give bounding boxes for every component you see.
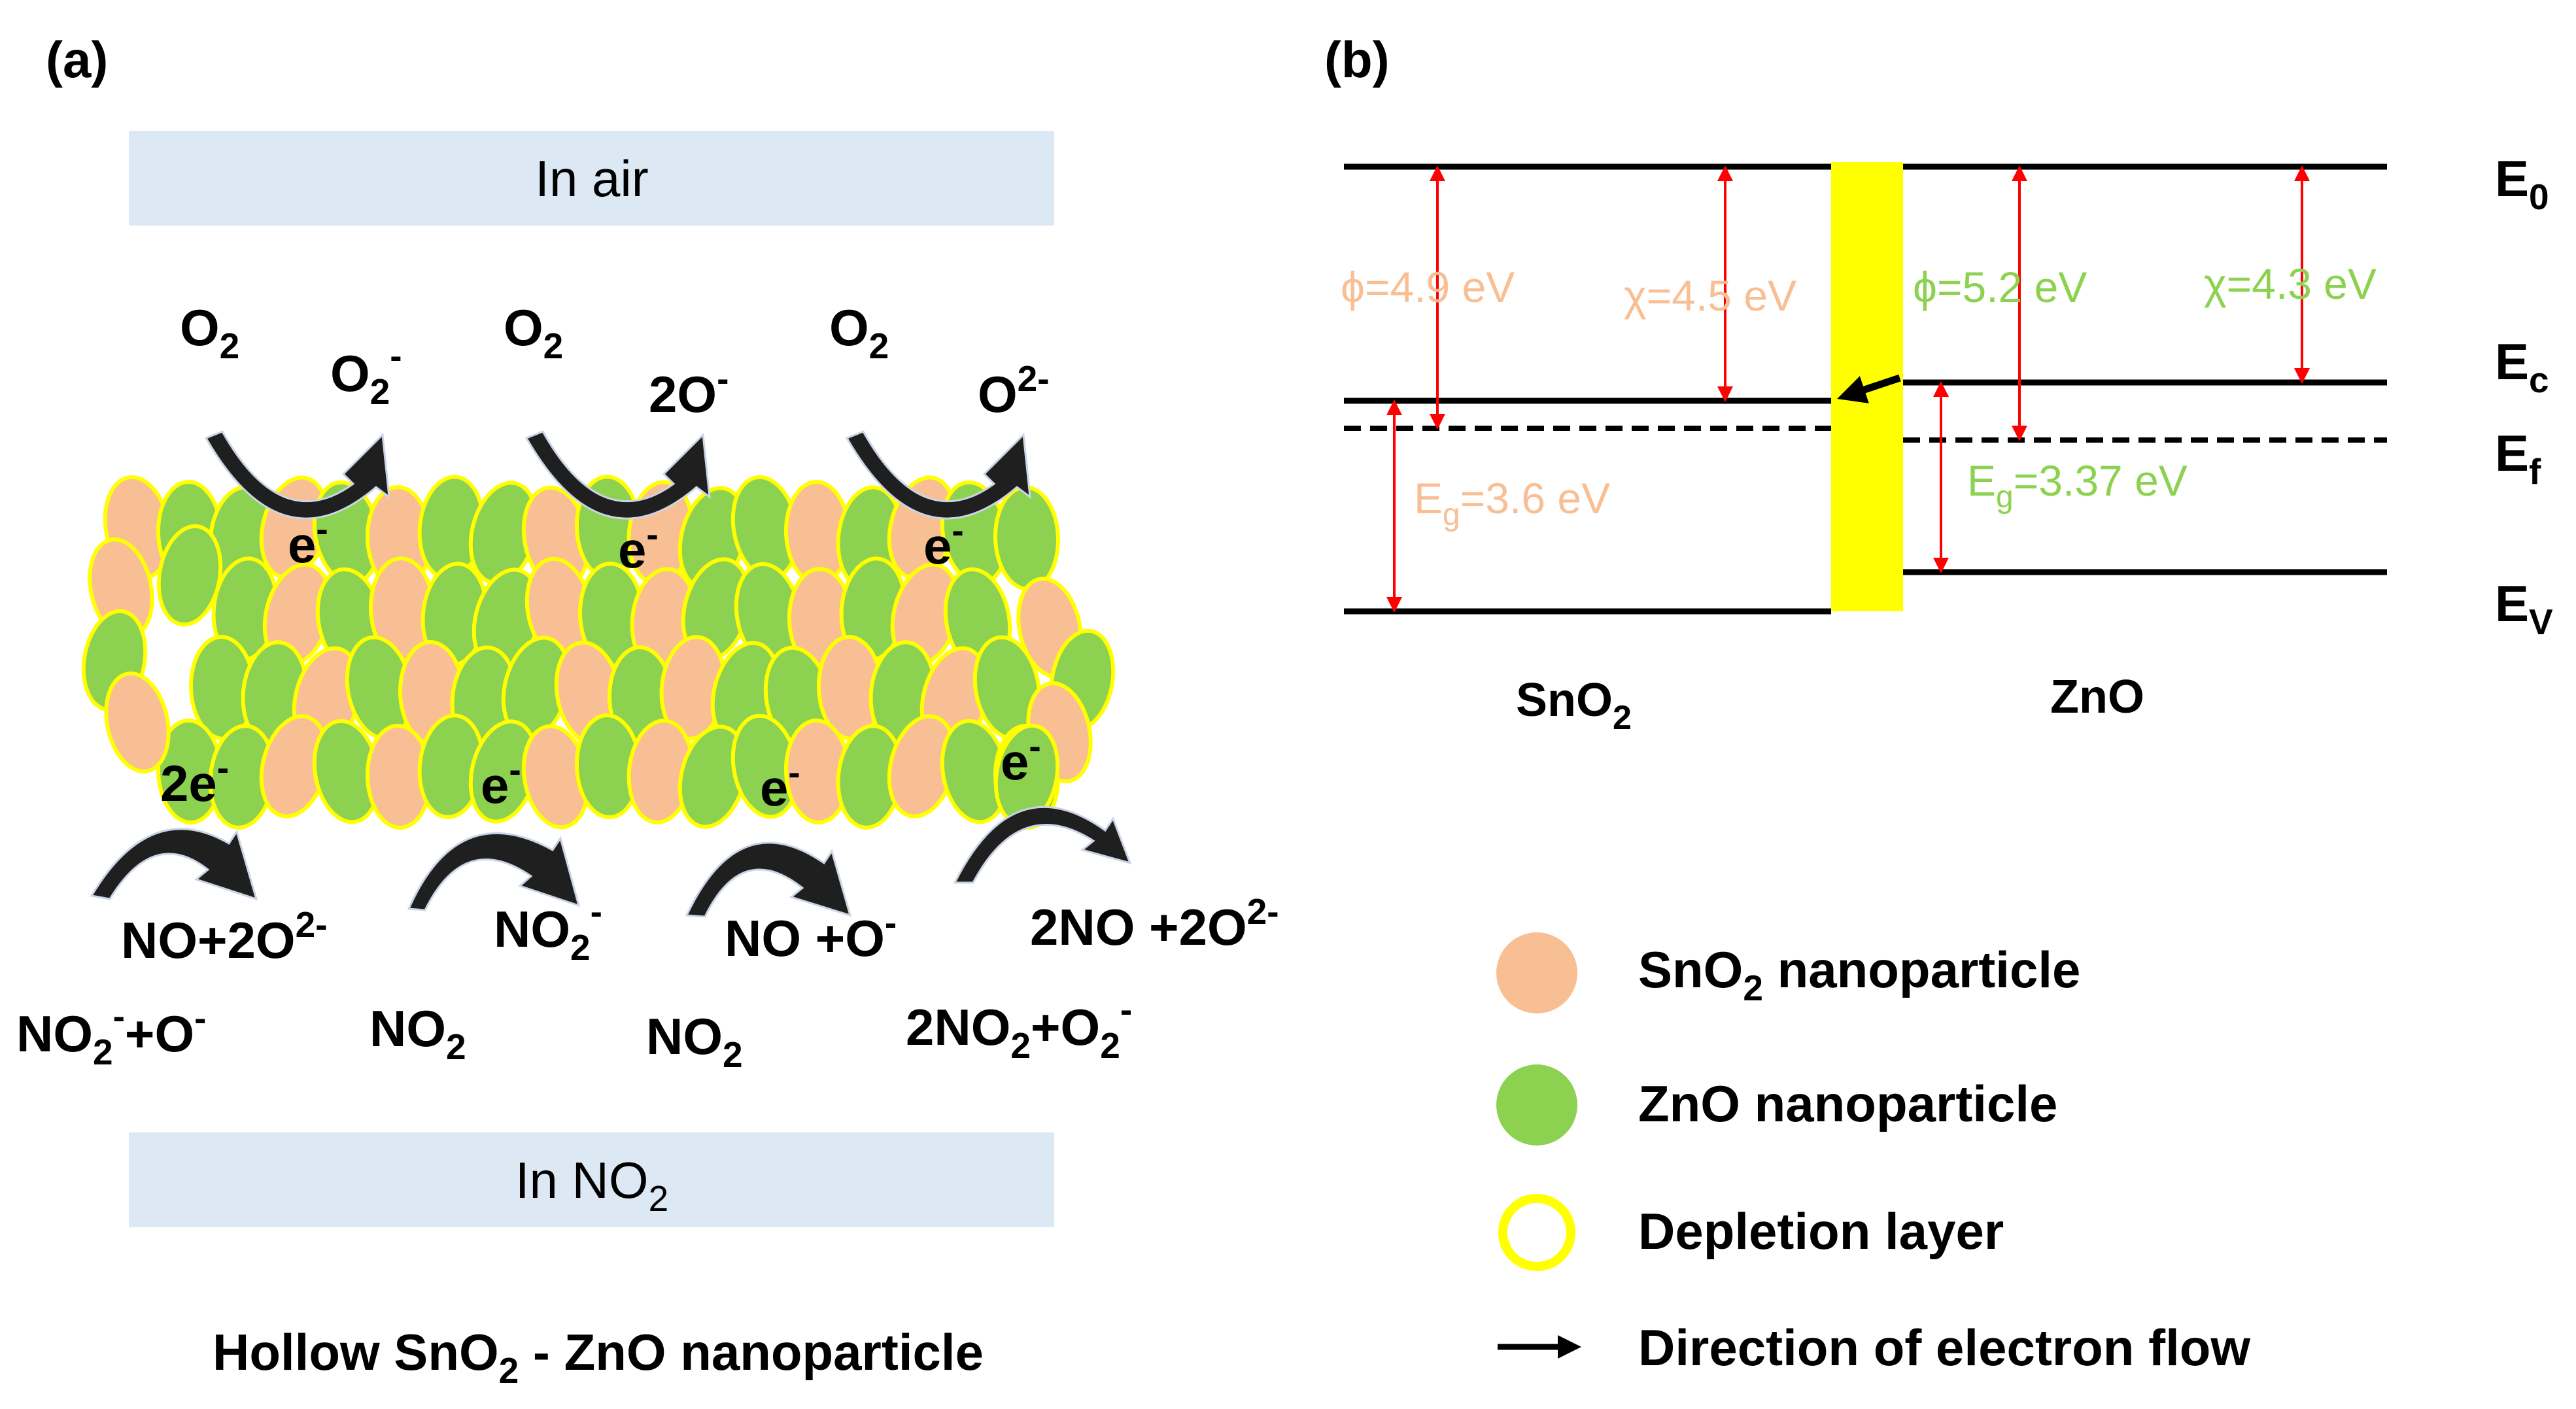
zno-eg-label: Eg=3.37 eV — [1967, 456, 2188, 515]
top-o2-3: O2 — [829, 299, 889, 366]
legend-swatch-depletion — [1498, 1194, 1575, 1271]
curved-arrow-icon — [953, 806, 1132, 884]
sno2-phi-label: ϕ=4.9 eV — [1341, 263, 1515, 311]
no2-box — [129, 1132, 1054, 1227]
electron-flow-arrow-icon — [1837, 374, 1901, 403]
panel-a-caption: Hollow SnO2 - ZnO nanoparticle — [213, 1323, 984, 1391]
bottom-reaction-arrows — [90, 806, 1132, 918]
level-label-ec: Ec — [2495, 333, 2549, 400]
reaction-row2-2: NO2 — [369, 1000, 466, 1067]
zno-phi-label: ϕ=5.2 eV — [1913, 263, 2087, 311]
zno-chi-label: χ=4.3 eV — [2204, 260, 2377, 308]
bottom-electron-2: e- — [481, 749, 521, 814]
legend-label-zno: ZnO nanoparticle — [1638, 1075, 2057, 1132]
bottom-electron-4: e- — [1001, 726, 1041, 790]
top-product-3: O2- — [978, 358, 1050, 423]
reaction-row2-3: NO2 — [646, 1008, 743, 1075]
zno-particle — [156, 524, 223, 627]
panel-a: (a) In air In NO2 O2 O2 O2 O2- 2O- O2- e… — [16, 31, 1279, 1391]
reaction-row2-1: NO2-+O- — [16, 996, 206, 1072]
sno2-eg-label: Eg=3.6 eV — [1414, 474, 1610, 532]
legend: SnO2 nanoparticle ZnO nanoparticle Deple… — [1496, 932, 2250, 1376]
nanoparticle-cluster — [81, 475, 1116, 830]
legend-label-depletion: Depletion layer — [1638, 1202, 2004, 1260]
zno-particle — [993, 485, 1061, 591]
material-label-zno: ZnO — [2050, 671, 2144, 723]
reaction-row1-2: NO2- — [494, 891, 602, 968]
top-product-1: O2- — [330, 335, 402, 412]
top-electron-3: e- — [923, 510, 964, 575]
air-box-label: In air — [535, 150, 648, 207]
top-electron-2: e- — [618, 514, 659, 579]
curved-arrow-icon — [524, 430, 711, 520]
sno2-chi-label: χ=4.5 eV — [1624, 271, 1796, 320]
top-reaction-arrows — [204, 430, 1031, 520]
bottom-electron-1: 2e- — [160, 747, 229, 812]
level-label-ef: Ef — [2495, 424, 2541, 492]
reaction-row1-3: NO +O- — [725, 902, 897, 967]
top-o2-1: O2 — [180, 299, 239, 366]
no2-box-label: In NO2 — [515, 1151, 668, 1219]
level-label-ev: EV — [2495, 575, 2553, 642]
panel-b-label: (b) — [1324, 31, 1390, 88]
reaction-row1-4: 2NO +2O2- — [1030, 891, 1279, 956]
legend-label-electron-flow: Direction of electron flow — [1638, 1319, 2250, 1376]
curved-arrow-icon — [204, 430, 390, 520]
reaction-row1-1: NO+2O2- — [121, 904, 328, 969]
sno2-particle — [104, 671, 171, 773]
top-product-2: 2O- — [649, 358, 729, 423]
material-label-sno2: SnO2 — [1516, 674, 1632, 737]
curved-arrow-icon — [845, 430, 1031, 520]
legend-swatch-zno — [1496, 1064, 1577, 1146]
legend-label-sno2: SnO2 nanoparticle — [1638, 941, 2080, 1008]
bottom-electron-3: e- — [760, 752, 800, 817]
curved-arrow-icon — [90, 828, 258, 901]
air-box — [129, 131, 1054, 226]
top-o2-2: O2 — [504, 299, 563, 366]
top-electron-1: e- — [288, 509, 328, 573]
curved-arrow-icon — [407, 832, 581, 911]
curved-arrow-icon — [685, 841, 852, 918]
energy-arrows — [1386, 165, 2310, 613]
reaction-row2-4: 2NO2+O2- — [906, 989, 1132, 1066]
level-label-e0: E0 — [2495, 150, 2549, 217]
legend-swatch-sno2 — [1496, 932, 1577, 1013]
panel-b: (b) ϕ=4.9 eV χ=4.5 eV Eg=3.6 eV ϕ=5.2 eV… — [1324, 31, 2553, 737]
panel-a-label: (a) — [46, 31, 108, 88]
